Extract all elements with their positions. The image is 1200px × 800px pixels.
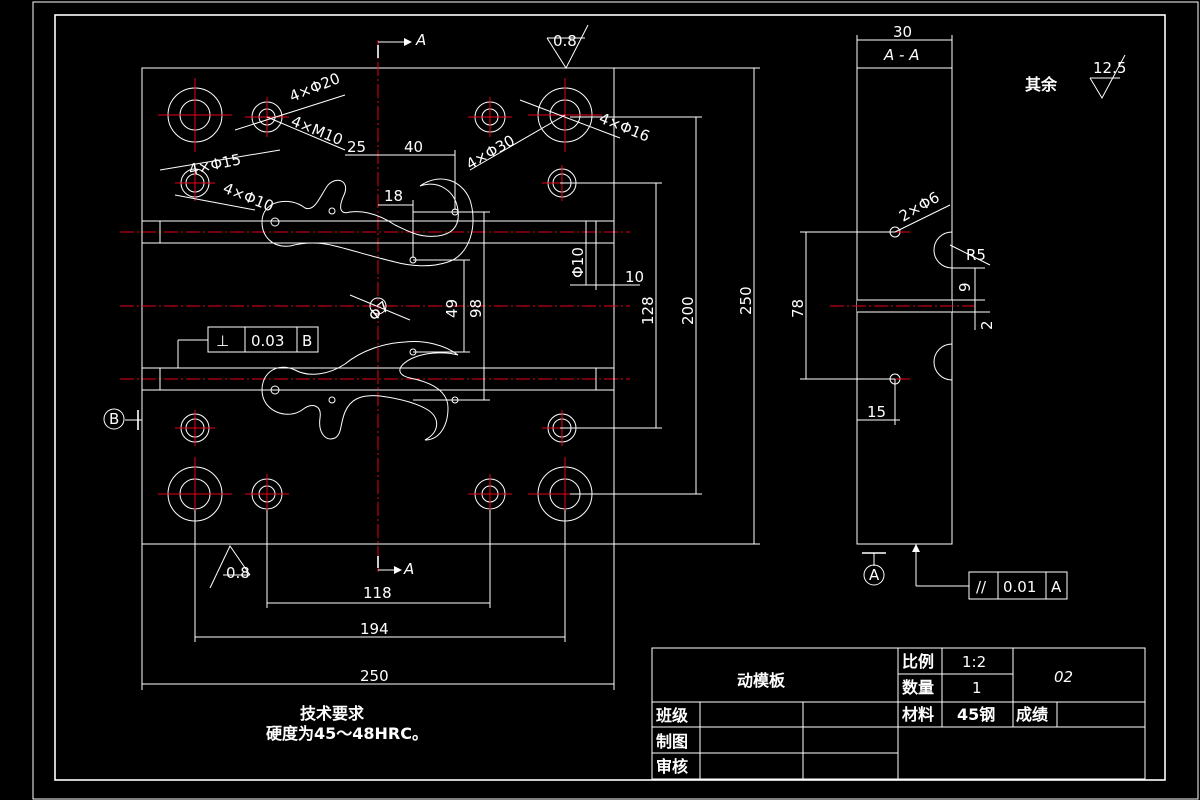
dim-2: 2 <box>978 320 996 330</box>
tech-requirements: 技术要求 硬度为45～48HRC。 <box>266 704 428 743</box>
dim-128: 128 <box>639 296 657 325</box>
par-value: 0.01 <box>1003 578 1036 596</box>
tech-req-title: 技术要求 <box>300 704 365 723</box>
section-view-title: A - A <box>883 46 919 64</box>
dim-holes-m10: 4×M10 <box>289 112 346 149</box>
perp-value: 0.03 <box>251 332 284 350</box>
perpendicularity-frame <box>207 326 319 353</box>
par-datum: A <box>1051 578 1062 596</box>
roughness-bottom: 0.8 <box>226 564 250 582</box>
datum-b-label: B <box>109 410 119 428</box>
inner-border <box>54 14 1166 781</box>
dim-10: 10 <box>625 268 644 286</box>
dim-holes-20: 4×Φ20 <box>287 69 343 106</box>
dim-25: 25 <box>347 138 366 156</box>
dim-250-horizontal: 250 <box>360 667 389 685</box>
dim-40: 40 <box>404 138 423 156</box>
outer-border <box>32 1 1199 800</box>
title-block <box>651 647 1146 780</box>
dim-18: 18 <box>384 187 403 205</box>
part-name: 动模板 <box>737 671 786 690</box>
dim-9: 9 <box>956 282 974 292</box>
dim-15: 15 <box>867 403 886 421</box>
dim-holes-10: 4×Φ10 <box>221 179 277 216</box>
dim-200: 200 <box>679 296 697 325</box>
quantity-value: 1 <box>972 679 982 697</box>
section-label-top: A <box>415 31 426 49</box>
scale-label: 比例 <box>902 652 934 671</box>
drafter-label: 制图 <box>656 732 688 751</box>
quantity-label: 数量 <box>902 678 934 697</box>
dim-30: 30 <box>893 23 912 41</box>
perp-symbol: ⊥ <box>216 332 229 350</box>
roughness-rest-value: 12.5 <box>1093 59 1126 77</box>
section-view-a-a <box>800 35 1126 600</box>
dim-holes-16: 4×Φ16 <box>597 109 653 146</box>
tech-req-line1: 硬度为45～48HRC。 <box>266 724 428 743</box>
grade-label: 成绩 <box>1016 705 1048 724</box>
dim-r5: R5 <box>966 246 986 264</box>
dim-phi10: Φ10 <box>569 247 587 278</box>
drawing-number: 02 <box>1054 668 1073 686</box>
datum-a-label: A <box>869 566 880 584</box>
dim-49: 49 <box>443 299 461 318</box>
section-labels: 30 A - A 2×Φ6 R5 9 2 78 15 A // 0.01 A 其… <box>789 23 1126 596</box>
dim-194: 194 <box>360 620 389 638</box>
dim-78: 78 <box>789 299 807 318</box>
dimension-lines <box>103 24 760 690</box>
checker-label: 审核 <box>656 757 688 776</box>
material-label: 材料 <box>902 705 934 724</box>
dimension-labels: 4×Φ20 4×M10 4×Φ15 4×Φ10 4×Φ30 4×Φ16 25 4… <box>109 31 755 685</box>
parallelism-frame <box>968 571 1068 600</box>
dim-98: 98 <box>467 299 485 318</box>
dim-holes-30: 4×Φ30 <box>463 131 518 173</box>
dim-118: 118 <box>363 584 392 602</box>
roughness-top: 0.8 <box>553 32 577 50</box>
dim-phi7: Φ7 <box>365 298 393 326</box>
title-block-text: 动模板 比例 1:2 数量 1 02 材料 45钢 成绩 班级 制图 审核 <box>656 652 1073 776</box>
dim-holes-15: 4×Φ15 <box>187 150 243 179</box>
material-value: 45钢 <box>957 705 995 724</box>
perp-datum: B <box>302 332 312 350</box>
scale-value: 1:2 <box>962 653 986 671</box>
class-label: 班级 <box>656 706 689 725</box>
dim-250-vertical: 250 <box>737 286 755 315</box>
roughness-rest-label: 其余 <box>1025 75 1058 94</box>
section-label-bottom: A <box>403 560 414 578</box>
par-symbol: // <box>976 578 987 596</box>
